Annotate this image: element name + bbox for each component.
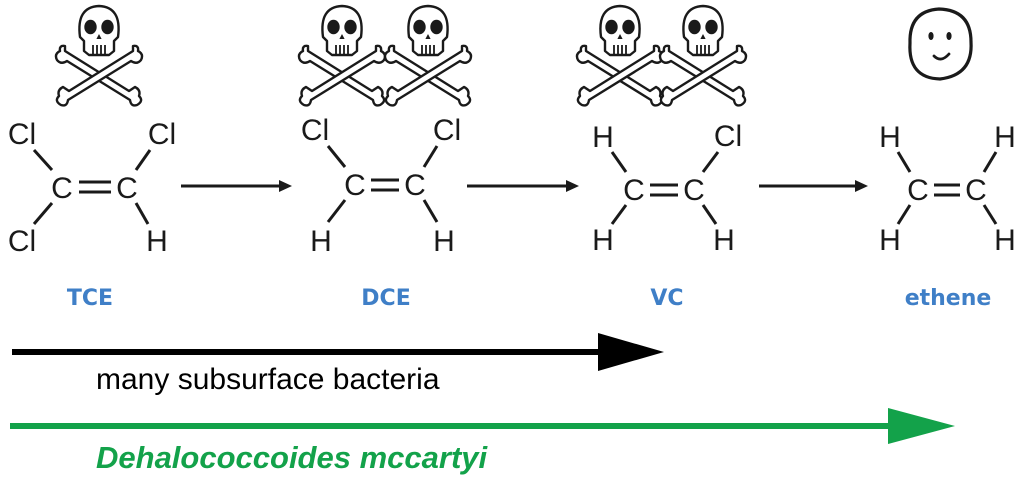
bond (32, 148, 54, 172)
pathway-label-dehalococcoides: Dehalococcoides mccartyi (96, 440, 489, 475)
bond (422, 145, 439, 168)
atom-top-left: Cl (301, 114, 329, 147)
pathway-arrow-bacteria (12, 333, 664, 371)
atom-bottom-left: H (310, 225, 332, 258)
skull-crossbones-icon (575, 4, 665, 107)
dce-toxicity-icons (297, 4, 473, 107)
atom-c-right: C (116, 172, 138, 205)
atom-bottom-right: H (994, 224, 1016, 257)
molecule-ethene: H H C C H H (879, 121, 1016, 257)
bond (701, 151, 720, 173)
atom-c-left: C (907, 174, 929, 207)
molecule-tce: Cl Cl C C Cl H (8, 118, 176, 258)
pathway-arrow-dehalococcoides (10, 408, 955, 444)
bond (701, 204, 718, 225)
atom-bottom-left: Cl (8, 225, 36, 258)
atom-c-right: C (965, 174, 987, 207)
bond (610, 151, 628, 173)
skull-crossbones-icon (54, 4, 144, 107)
skull-crossbones-icon (383, 4, 473, 107)
atom-top-left: H (592, 121, 614, 154)
atom-c-left: C (51, 172, 73, 205)
atom-top-right: H (994, 121, 1016, 154)
compound-label-vc: VC (650, 286, 683, 311)
bond (134, 202, 150, 225)
ethene-toxicity-icons (908, 7, 973, 81)
bond (32, 202, 54, 225)
compound-label-dce: DCE (361, 286, 410, 311)
atom-bottom-right: H (433, 225, 455, 258)
atom-c-left: C (344, 169, 366, 202)
bond (326, 145, 347, 168)
molecule-dce: Cl Cl C C H H (301, 114, 461, 258)
compound-label-tce: TCE (67, 286, 113, 311)
smiley-face-icon (908, 7, 973, 81)
atom-c-right: C (683, 174, 705, 207)
skull-crossbones-icon (658, 4, 748, 107)
molecule-vc: H Cl C C H H (592, 120, 742, 257)
compound-label-ethene: ethene (905, 286, 992, 311)
atom-c-right: C (404, 169, 426, 202)
bond (896, 204, 912, 225)
bond (422, 199, 439, 223)
bond (134, 149, 152, 171)
reaction-arrow (467, 180, 579, 192)
bond (610, 204, 628, 225)
bond (982, 204, 998, 225)
atom-bottom-left: H (592, 224, 614, 257)
atom-bottom-right: H (146, 225, 168, 258)
bond (896, 151, 912, 173)
bond (326, 199, 347, 223)
reaction-arrow (181, 180, 292, 192)
atom-top-right: Cl (433, 114, 461, 147)
skull-crossbones-icon (297, 4, 387, 107)
atom-bottom-left: H (879, 224, 901, 257)
reaction-arrow (759, 180, 868, 192)
atom-top-left: H (879, 121, 901, 154)
bond (982, 151, 998, 173)
atom-top-left: Cl (8, 118, 36, 151)
pathway-label-bacteria: many subsurface bacteria (96, 363, 440, 396)
atom-bottom-right: H (713, 224, 735, 257)
atom-c-left: C (623, 174, 645, 207)
atom-top-right: Cl (714, 120, 742, 153)
tce-toxicity-icons (54, 4, 144, 107)
atom-top-right: Cl (148, 118, 176, 151)
vc-toxicity-icons (575, 4, 748, 107)
